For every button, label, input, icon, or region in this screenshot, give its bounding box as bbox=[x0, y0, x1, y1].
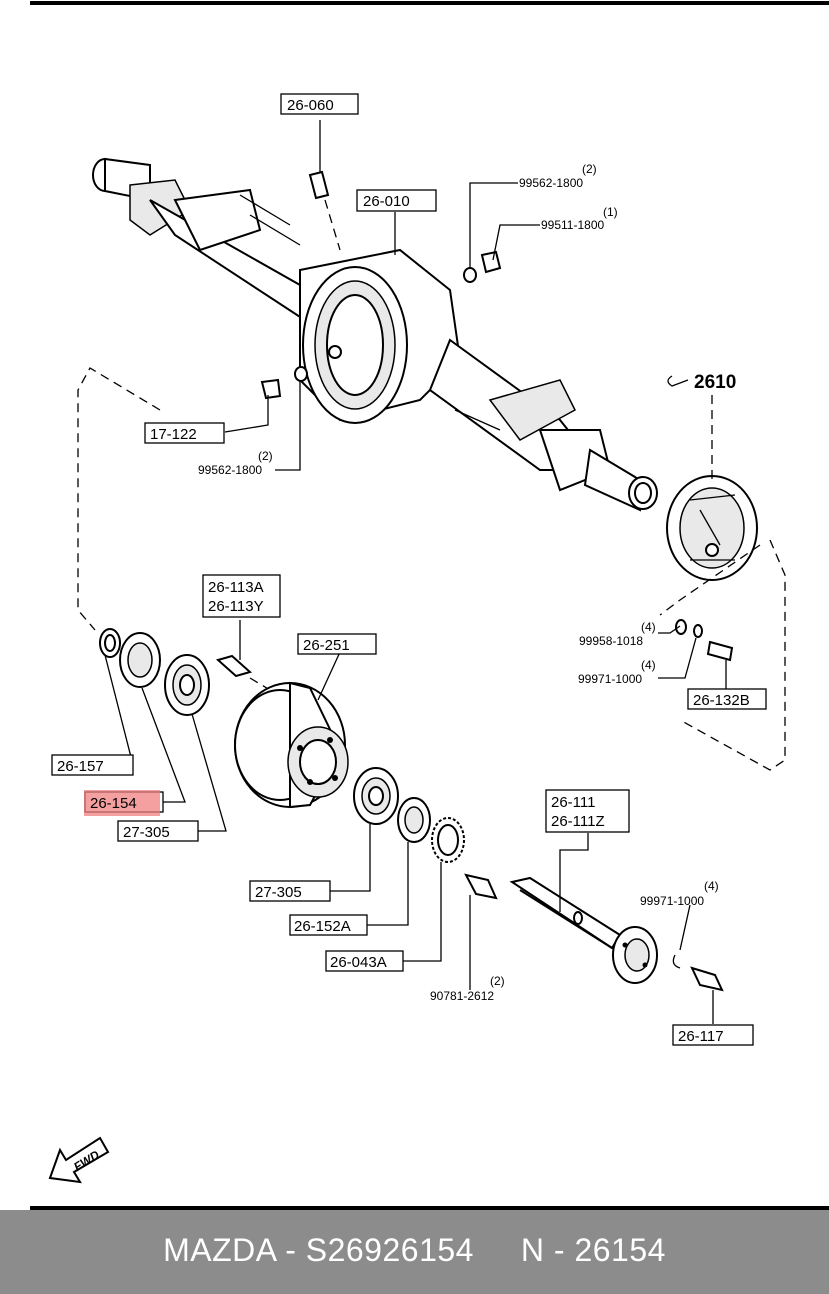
svg-text:26-157: 26-157 bbox=[57, 758, 104, 775]
svg-text:26-060: 26-060 bbox=[287, 97, 334, 114]
part-99562-left: 99562-1800 bbox=[198, 463, 262, 477]
footer-bar bbox=[0, 1210, 829, 1294]
nut-99958 bbox=[675, 619, 687, 635]
callout-26-251: 26-251 bbox=[297, 633, 377, 655]
svg-text:26-043A: 26-043A bbox=[330, 954, 387, 971]
bolt-26117 bbox=[690, 966, 724, 992]
svg-text:26-010: 26-010 bbox=[363, 193, 410, 210]
svg-text:26-152A: 26-152A bbox=[294, 918, 351, 935]
svg-text:17-122: 17-122 bbox=[150, 426, 197, 443]
callout-2610: 2610 bbox=[667, 372, 736, 393]
callout-26-113: 26-113A 26-113Y bbox=[202, 574, 281, 618]
callout-26-043a: 26-043A bbox=[325, 950, 404, 972]
part-99971-b: 99971-1000 bbox=[640, 894, 704, 908]
svg-text:26-132B: 26-132B bbox=[693, 692, 750, 709]
leader-lines bbox=[104, 182, 727, 1024]
part-90781: 90781-2612 bbox=[430, 989, 494, 1003]
callout-26-111: 26-111 26-111Z bbox=[545, 789, 630, 833]
fwd-arrow-icon: FWD bbox=[48, 1136, 110, 1184]
breather-plug bbox=[308, 120, 341, 251]
callout-26-117: 26-117 bbox=[672, 1024, 754, 1046]
sensor-ring-26043a bbox=[431, 817, 465, 863]
qty-99562-left: (2) bbox=[258, 449, 273, 463]
qty-99971-a: (4) bbox=[641, 658, 656, 672]
footer-part-number: MAZDA - S26926154 N - 26154 bbox=[163, 1232, 666, 1268]
svg-text:26-113A: 26-113A bbox=[208, 579, 264, 596]
clip-99971-b bbox=[672, 954, 681, 969]
callout-26-060: 26-060 bbox=[280, 93, 359, 115]
svg-text:27-305: 27-305 bbox=[255, 884, 302, 901]
part-99971-a: 99971-1000 bbox=[578, 672, 642, 686]
drain-plug-top bbox=[463, 250, 502, 283]
bolt-90781 bbox=[464, 873, 498, 900]
svg-text:26-154: 26-154 bbox=[90, 795, 137, 812]
callout-26-157: 26-157 bbox=[51, 754, 134, 776]
svg-text:27-305: 27-305 bbox=[123, 824, 170, 841]
qty-99971-b: (4) bbox=[704, 879, 719, 893]
washer-99971-a bbox=[693, 624, 703, 638]
bolt-26132b bbox=[706, 640, 734, 662]
axle-housing bbox=[92, 157, 658, 512]
seal-26152a bbox=[397, 797, 431, 843]
svg-text:2610: 2610 bbox=[694, 372, 736, 393]
callout-27-305-left: 27-305 bbox=[117, 820, 199, 842]
hub-bolt bbox=[215, 654, 253, 678]
qty-99562-top: (2) bbox=[582, 162, 597, 176]
callout-26-152a: 26-152A bbox=[289, 914, 368, 936]
callout-26-154[interactable]: 26-154 bbox=[84, 790, 164, 816]
brake-backing-plate bbox=[666, 475, 758, 581]
callout-27-305-right: 27-305 bbox=[249, 880, 331, 902]
part-99562-top: 99562-1800 bbox=[519, 176, 583, 190]
callout-26-132b: 26-132B bbox=[687, 688, 767, 710]
drain-plug-left bbox=[260, 366, 308, 400]
part-99511: 99511-1800 bbox=[541, 218, 604, 232]
bearing-27305-right bbox=[353, 767, 399, 825]
oil-seal-26157 bbox=[99, 628, 121, 658]
svg-text:26-111: 26-111 bbox=[551, 794, 595, 811]
callout-17-122: 17-122 bbox=[144, 422, 225, 444]
brake-drum bbox=[234, 681, 349, 809]
svg-text:26-251: 26-251 bbox=[303, 637, 350, 654]
bearing-27305-left bbox=[164, 654, 210, 716]
axle-shaft bbox=[509, 876, 658, 984]
callout-26-010: 26-010 bbox=[356, 189, 437, 212]
qty-99511: (1) bbox=[603, 205, 618, 219]
qty-90781: (2) bbox=[490, 974, 505, 988]
bearing-race-26154 bbox=[119, 632, 161, 688]
svg-text:26-117: 26-117 bbox=[678, 1028, 724, 1045]
svg-text:26-113Y: 26-113Y bbox=[208, 598, 264, 615]
assembly-marker-icon bbox=[667, 375, 689, 387]
svg-text:26-111Z: 26-111Z bbox=[551, 813, 605, 830]
part-99958: 99958-1018 bbox=[579, 634, 643, 648]
qty-99958: (4) bbox=[641, 620, 656, 634]
